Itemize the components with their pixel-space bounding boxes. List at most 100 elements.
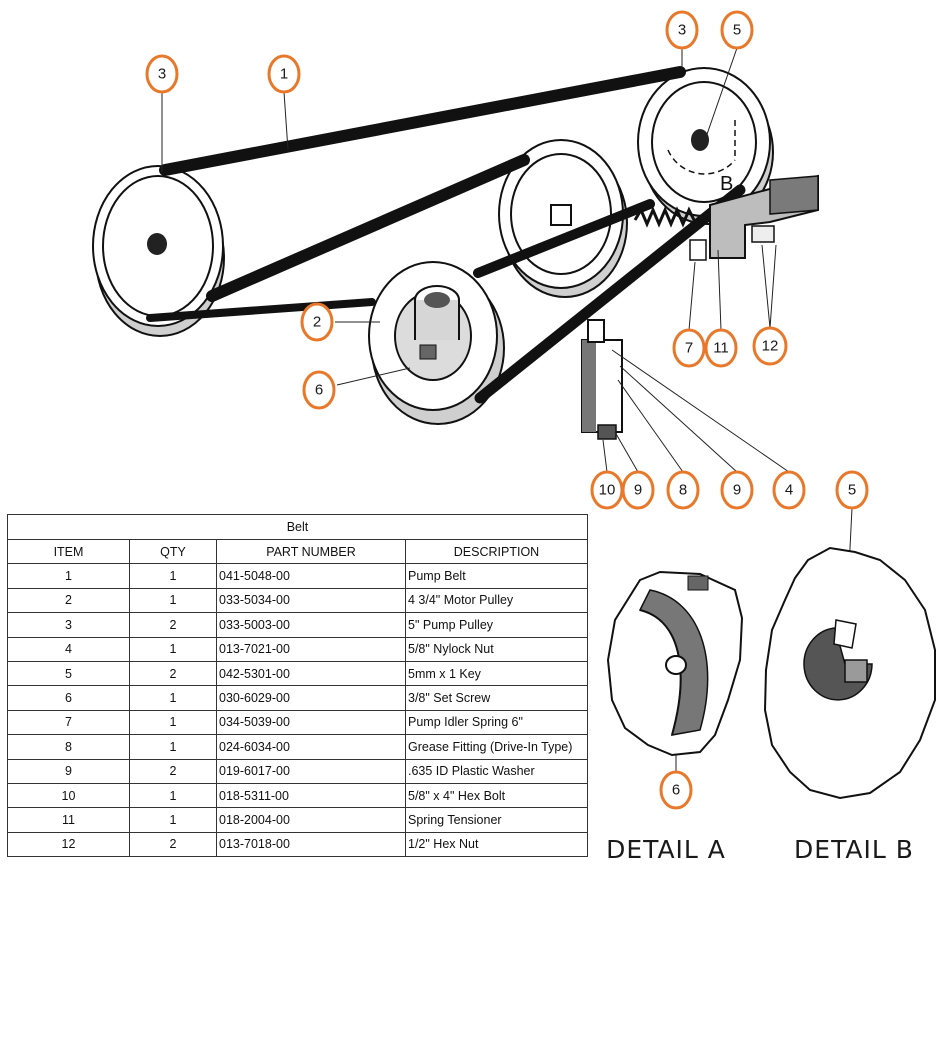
rotation-marker-label: B — [720, 173, 733, 195]
qty-cell: 2 — [129, 612, 217, 638]
part-number-cell: 013-7018-00 — [216, 831, 406, 858]
svg-text:5: 5 — [733, 22, 741, 39]
svg-text:12: 12 — [762, 338, 779, 355]
part-number-cell: 042-5301-00 — [216, 660, 406, 687]
callout-8: 8 — [666, 470, 700, 510]
svg-text:6: 6 — [672, 782, 680, 799]
item-cell: 5 — [7, 660, 130, 687]
column-header-item: ITEM — [7, 538, 130, 565]
svg-text:2: 2 — [313, 314, 321, 331]
svg-text:5: 5 — [848, 482, 856, 499]
qty-cell: 1 — [129, 782, 217, 809]
callout-3-left: 3 — [145, 54, 179, 94]
description-cell: 5/8" Nylock Nut — [405, 636, 588, 662]
description-cell: 1/2" Hex Nut — [405, 831, 588, 858]
description-cell: 4 3/4" Motor Pulley — [405, 587, 588, 614]
column-header-part-number: PART NUMBER — [216, 538, 406, 565]
callout-11: 11 — [704, 328, 738, 368]
left-pump-pulley — [92, 165, 225, 337]
part-number-cell: 024-6034-00 — [216, 734, 406, 760]
callout-5-detail: 5 — [835, 470, 869, 510]
item-cell: 12 — [7, 831, 130, 858]
svg-text:10: 10 — [599, 482, 616, 499]
svg-text:4: 4 — [785, 482, 793, 499]
right-pump-pulley — [637, 67, 774, 225]
svg-text:8: 8 — [679, 482, 687, 499]
qty-cell: 1 — [129, 709, 217, 736]
callout-6-main: 6 — [302, 370, 336, 410]
item-cell: 3 — [7, 612, 130, 638]
part-number-cell: 033-5003-00 — [216, 612, 406, 638]
column-header-qty: QTY — [129, 538, 217, 565]
description-cell: 5mm x 1 Key — [405, 660, 588, 687]
callout-4: 4 — [772, 470, 806, 510]
callout-9-right: 9 — [720, 470, 754, 510]
item-cell: 4 — [7, 636, 130, 662]
svg-text:7: 7 — [685, 340, 693, 357]
qty-cell: 1 — [129, 587, 217, 614]
qty-cell: 2 — [129, 660, 217, 687]
table-title: Belt — [7, 514, 588, 540]
table-title-row: Belt — [7, 514, 588, 540]
detail-b-view — [763, 546, 936, 800]
item-cell: 2 — [7, 587, 130, 614]
callout-2: 2 — [300, 302, 334, 342]
callout-6-detail: 6 — [659, 770, 693, 810]
hex-bolt-stack — [581, 319, 623, 440]
description-cell: Pump Idler Spring 6" — [405, 709, 588, 736]
callout-3-right: 3 — [665, 10, 699, 50]
part-number-cell: 019-6017-00 — [216, 758, 406, 784]
detail-a-label: DETAIL A — [606, 835, 726, 864]
description-cell: 3/8" Set Screw — [405, 685, 588, 711]
table-header-row: ITEM QTY PART NUMBER DESCRIPTION — [7, 538, 588, 565]
motor-pulley — [368, 261, 505, 425]
part-number-cell: 013-7021-00 — [216, 636, 406, 662]
item-cell: 1 — [7, 563, 130, 589]
part-number-cell: 034-5039-00 — [216, 709, 406, 736]
column-header-description: DESCRIPTION — [405, 538, 588, 565]
description-cell: .635 ID Plastic Washer — [405, 758, 588, 784]
qty-cell: 1 — [129, 685, 217, 711]
callout-12: 12 — [752, 326, 788, 366]
pump-belt — [146, 66, 746, 404]
detail-a-view — [606, 570, 744, 757]
callout-7: 7 — [672, 328, 706, 368]
description-cell: 5" Pump Pulley — [405, 612, 588, 638]
item-cell: 10 — [7, 782, 130, 809]
svg-text:9: 9 — [634, 482, 642, 499]
part-number-cell: 041-5048-00 — [216, 563, 406, 589]
description-cell: Pump Belt — [405, 563, 588, 589]
detail-b-label: DETAIL B — [794, 835, 914, 864]
item-cell: 8 — [7, 734, 130, 760]
svg-text:6: 6 — [315, 382, 323, 399]
description-cell: Grease Fitting (Drive-In Type) — [405, 734, 588, 760]
spring-tensioner — [633, 174, 819, 261]
svg-text:11: 11 — [713, 340, 729, 357]
item-cell: 9 — [7, 758, 130, 784]
qty-cell: 1 — [129, 734, 217, 760]
qty-cell: 1 — [129, 563, 217, 589]
part-number-cell: 018-5311-00 — [216, 782, 406, 809]
part-number-cell: 018-2004-00 — [216, 807, 406, 833]
item-cell: 7 — [7, 709, 130, 736]
description-cell: Spring Tensioner — [405, 807, 588, 833]
callout-10: 10 — [590, 470, 624, 510]
svg-text:3: 3 — [678, 22, 686, 39]
description-cell: 5/8" x 4" Hex Bolt — [405, 782, 588, 809]
svg-text:9: 9 — [733, 482, 741, 499]
callout-5-top: 5 — [720, 10, 754, 50]
part-number-cell: 030-6029-00 — [216, 685, 406, 711]
